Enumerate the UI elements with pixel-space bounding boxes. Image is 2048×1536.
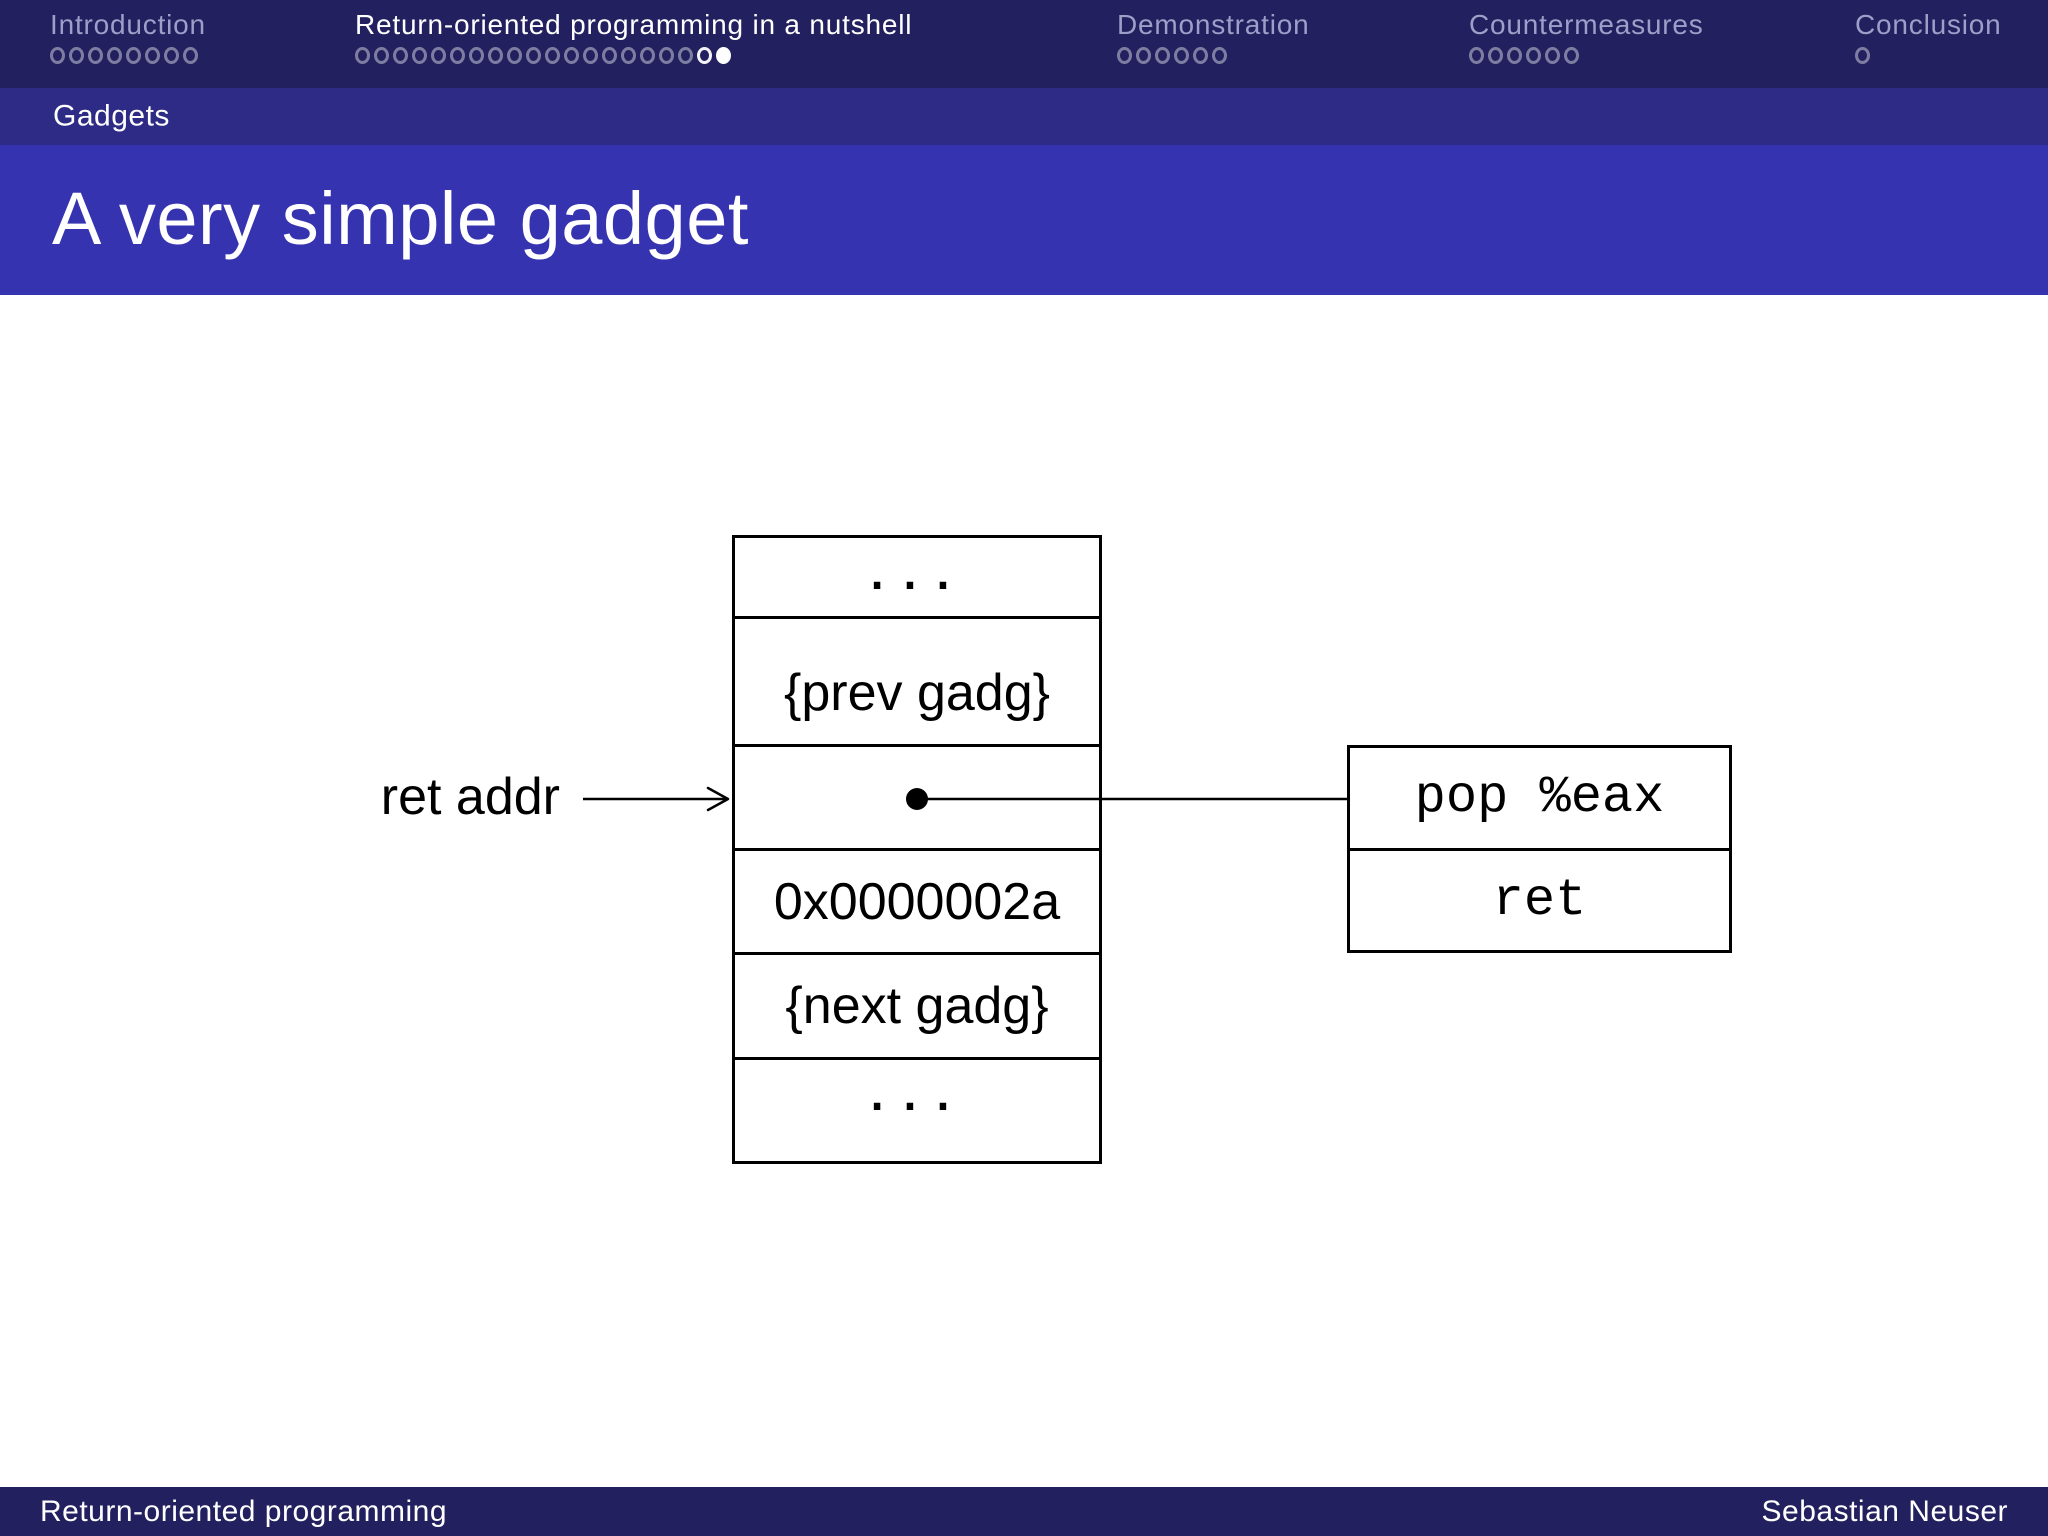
nav-frame-dot[interactable] xyxy=(640,47,655,64)
nav-frame-dot[interactable] xyxy=(1564,47,1579,64)
nav-frame-dot[interactable] xyxy=(126,47,141,64)
ret-addr-arrowhead-icon xyxy=(706,786,730,812)
footer-bar: Return-oriented programming Sebastian Ne… xyxy=(0,1487,2048,1536)
nav-section-label[interactable]: Countermeasures xyxy=(1469,9,1704,40)
stack-cell-value: 0x0000002a xyxy=(735,851,1099,956)
nav-frame-dot[interactable] xyxy=(1526,47,1541,64)
nav-frame-dot[interactable] xyxy=(659,47,674,64)
nav-frame-dot[interactable] xyxy=(183,47,198,64)
nav-progress-dots xyxy=(50,47,206,69)
nav-frame-dot[interactable] xyxy=(697,47,712,64)
nav-frame-dot[interactable] xyxy=(1212,47,1227,64)
nav-progress-dots xyxy=(355,47,912,69)
nav-frame-dot[interactable] xyxy=(602,47,617,64)
nav-progress-dots xyxy=(1117,47,1309,69)
stack-diagram: ... {prev gadg} 0x0000002a {next gadg} .… xyxy=(732,532,1102,1164)
nav-frame-dot[interactable] xyxy=(678,47,693,64)
nav-section-rop-nutshell[interactable]: Return-oriented programming in a nutshel… xyxy=(355,0,912,88)
frame-title-bar: A very simple gadget xyxy=(0,145,2048,295)
nav-section-demonstration[interactable]: Demonstration xyxy=(1117,0,1309,88)
nav-frame-dot[interactable] xyxy=(450,47,465,64)
slide-content: ret addr ... {prev gadg} 0x0000002a {nex… xyxy=(0,295,2048,1489)
nav-frame-dot[interactable] xyxy=(1488,47,1503,64)
stack-cell-next-gadget: {next gadg} xyxy=(735,955,1099,1060)
nav-frame-dot[interactable] xyxy=(1855,47,1870,64)
ret-addr-label: ret addr xyxy=(380,768,560,826)
nav-frame-dot[interactable] xyxy=(374,47,389,64)
nav-section-label[interactable]: Introduction xyxy=(50,9,206,40)
gadget-instruction-pop: pop %eax xyxy=(1350,748,1729,851)
nav-section-label[interactable]: Demonstration xyxy=(1117,9,1310,40)
stack-cell-ellipsis-top: ... xyxy=(735,515,1099,620)
nav-frame-dot[interactable] xyxy=(1155,47,1170,64)
subsection-bar: Gadgets xyxy=(0,88,2048,145)
nav-frame-dot[interactable] xyxy=(1545,47,1560,64)
nav-frame-dot[interactable] xyxy=(107,47,122,64)
stack-cell-ellipsis-bottom: ... xyxy=(867,1049,967,1126)
nav-frame-dot[interactable] xyxy=(469,47,484,64)
stack-cell-prev-gadget: {prev gadg} xyxy=(735,642,1099,747)
nav-frame-dot[interactable] xyxy=(355,47,370,64)
nav-progress-dots xyxy=(1855,47,2002,69)
gadget-box: pop %eax ret xyxy=(1347,745,1732,953)
nav-frame-dot[interactable] xyxy=(1193,47,1208,64)
stack-cell-ret-addr-slot xyxy=(735,747,1099,851)
nav-section-label[interactable]: Return-oriented programming in a nutshel… xyxy=(355,9,913,40)
subsection-title: Gadgets xyxy=(53,98,170,132)
nav-frame-dot[interactable] xyxy=(583,47,598,64)
nav-frame-dot[interactable] xyxy=(393,47,408,64)
nav-section-label[interactable]: Conclusion xyxy=(1855,9,2002,40)
nav-frame-dot[interactable] xyxy=(621,47,636,64)
nav-frame-dot[interactable] xyxy=(1117,47,1132,64)
nav-frame-dot[interactable] xyxy=(412,47,427,64)
nav-section-introduction[interactable]: Introduction xyxy=(50,0,206,88)
header-navigation: Introduction Return-oriented programming… xyxy=(0,0,2048,88)
nav-frame-dot[interactable] xyxy=(1507,47,1522,64)
nav-frame-dot[interactable] xyxy=(1469,47,1484,64)
nav-progress-dots xyxy=(1469,47,1704,69)
nav-frame-dot[interactable] xyxy=(69,47,84,64)
frame-title: A very simple gadget xyxy=(52,176,749,260)
nav-frame-dot[interactable] xyxy=(507,47,522,64)
nav-section-countermeasures[interactable]: Countermeasures xyxy=(1469,0,1704,88)
footer-presentation-title: Return-oriented programming xyxy=(40,1494,448,1528)
nav-section-conclusion[interactable]: Conclusion xyxy=(1855,0,2002,88)
nav-frame-dot[interactable] xyxy=(488,47,503,64)
nav-frame-dot[interactable] xyxy=(564,47,579,64)
nav-frame-dot[interactable] xyxy=(50,47,65,64)
nav-frame-dot[interactable] xyxy=(1136,47,1151,64)
nav-frame-dot[interactable] xyxy=(145,47,160,64)
nav-frame-dot[interactable] xyxy=(164,47,179,64)
nav-frame-dot[interactable] xyxy=(526,47,541,64)
gadget-instruction-ret: ret xyxy=(1492,870,1587,930)
nav-frame-dot[interactable] xyxy=(431,47,446,64)
footer-author: Sebastian Neuser xyxy=(1761,1494,2008,1528)
nav-frame-dot-current[interactable] xyxy=(716,47,731,64)
nav-frame-dot[interactable] xyxy=(1174,47,1189,64)
nav-frame-dot[interactable] xyxy=(88,47,103,64)
nav-frame-dot[interactable] xyxy=(545,47,560,64)
